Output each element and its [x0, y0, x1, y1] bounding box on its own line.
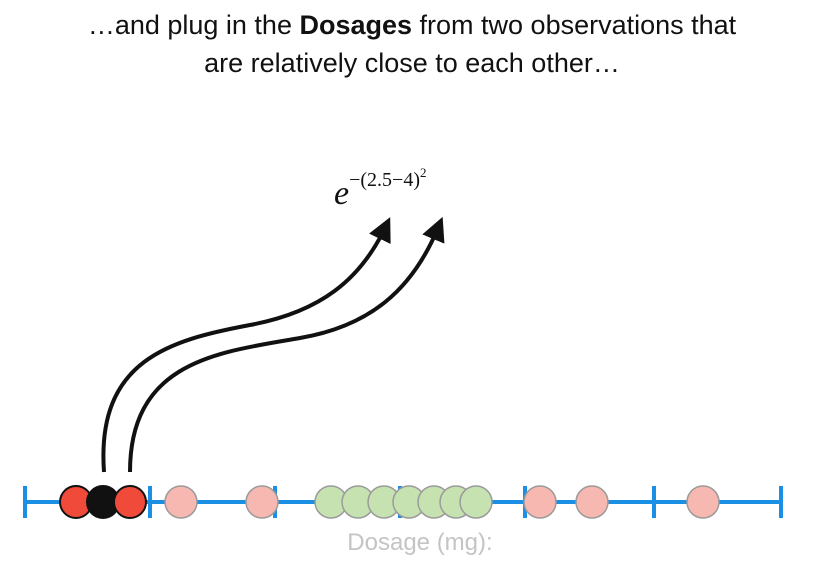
data-points [59, 485, 720, 519]
data-point-pink [523, 485, 557, 519]
data-point-pink [686, 485, 720, 519]
formula-power: 2 [420, 165, 427, 180]
formula: e−(2.5−4)2 [334, 165, 426, 212]
arrow-right [128, 216, 445, 473]
caption-text-before: …and plug in the [87, 10, 300, 40]
formula-base: e [334, 175, 349, 212]
data-point-green [459, 485, 493, 519]
arrow-left [101, 217, 391, 473]
data-point-red [113, 485, 147, 519]
data-point-pink [245, 485, 279, 519]
axis-label: Dosage (mg): [347, 529, 492, 556]
data-point-pink [575, 485, 609, 519]
caption: …and plug in the Dosages from two observ… [70, 6, 754, 82]
caption-bold-word: Dosages [299, 10, 413, 40]
data-point-pink [164, 485, 198, 519]
formula-exponent: −(2.5−4) [349, 169, 420, 191]
caption-text-after: from two observations that are relativel… [204, 10, 737, 78]
